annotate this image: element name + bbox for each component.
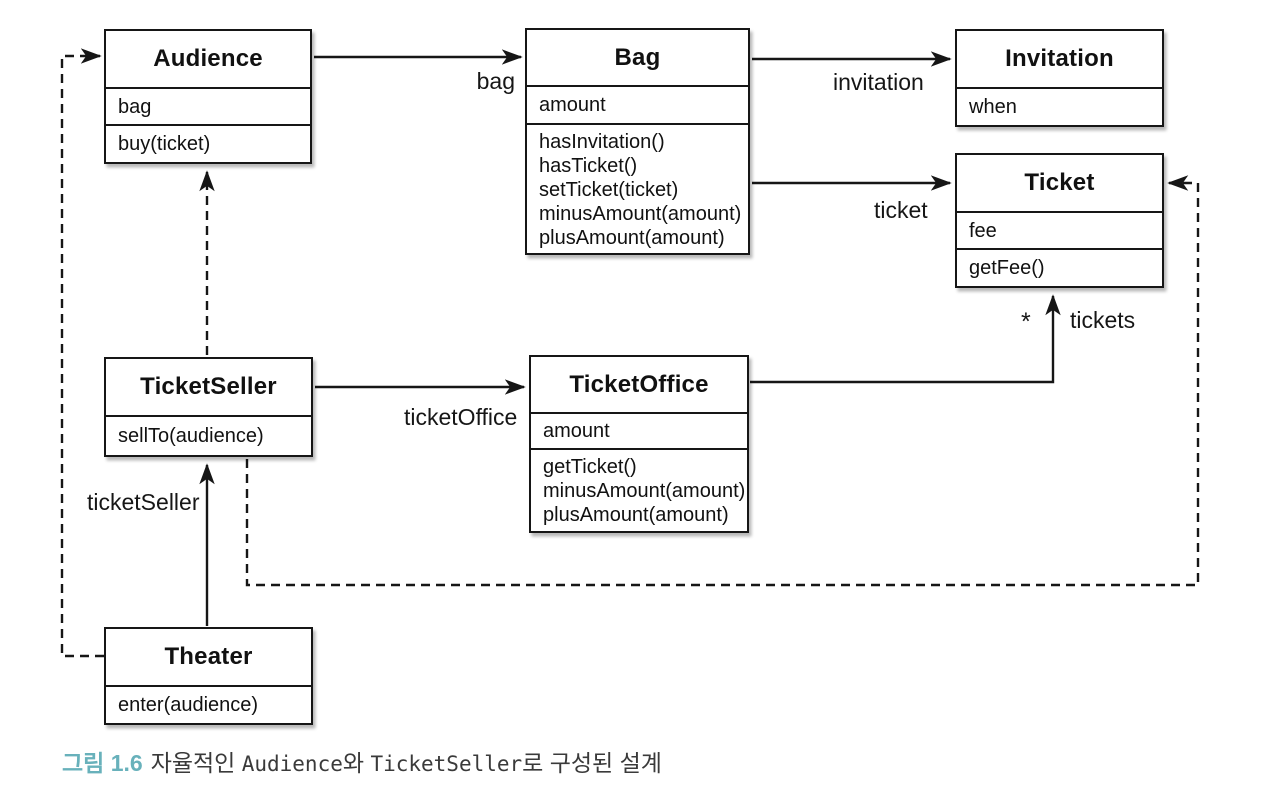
class-bag: Bag amount hasInvitation() hasTicket() s… [525, 28, 750, 255]
figure-caption: 그림 1.6 자율적인 Audience와 TicketSeller로 구성된 설… [62, 744, 662, 778]
method: enter(audience) [118, 694, 259, 716]
class-ticketoffice: TicketOffice amount getTicket() minusAmo… [529, 355, 749, 533]
method: hasTicket() [539, 155, 638, 177]
class-ticketoffice-methods: getTicket() minusAmount(amount) plusAmou… [531, 448, 747, 531]
class-audience: Audience bag buy(ticket) [104, 29, 312, 164]
class-ticket-attributes: fee [957, 211, 1162, 248]
class-bag-attributes: amount [527, 85, 748, 123]
class-theater-title: Theater [164, 643, 253, 670]
class-audience-attributes: bag [106, 87, 310, 124]
edge-label-ticketseller: ticketSeller [87, 489, 200, 515]
attribute: amount [539, 94, 606, 116]
class-audience-title: Audience [153, 45, 263, 72]
class-ticket-title: Ticket [1024, 169, 1095, 196]
class-invitation-title: Invitation [1005, 45, 1114, 72]
method: plusAmount(amount) [543, 504, 729, 526]
method: hasInvitation() [539, 131, 665, 153]
attribute: fee [969, 219, 997, 242]
class-ticket: Ticket fee getFee() [955, 153, 1164, 288]
edge-label-invitation: invitation [833, 69, 924, 95]
edge-theater-audience-dependency [60, 48, 104, 658]
caption-text: 자율적인 [150, 750, 242, 776]
class-ticketseller-title: TicketSeller [140, 373, 277, 400]
class-bag-methods: hasInvitation() hasTicket() setTicket(ti… [527, 123, 748, 253]
class-ticketseller: TicketSeller sellTo(audience) [104, 357, 313, 457]
class-theater: Theater enter(audience) [104, 627, 313, 725]
edge-label-bag: bag [476, 68, 515, 94]
method: minusAmount(amount) [539, 203, 742, 225]
method: plusAmount(amount) [539, 227, 725, 249]
edge-label-ticketoffice: ticketOffice [404, 404, 518, 430]
caption-code-audience: Audience [241, 752, 343, 776]
caption-text: 로 구성된 설계 [522, 750, 662, 776]
method: buy(ticket) [118, 133, 211, 155]
attribute: when [969, 96, 1017, 118]
class-ticketseller-methods: sellTo(audience) [106, 415, 311, 455]
class-bag-title: Bag [614, 43, 661, 71]
method: setTicket(ticket) [539, 179, 679, 201]
edge-ticketoffice-ticket [750, 294, 1061, 384]
class-invitation: Invitation when [955, 29, 1164, 127]
method: sellTo(audience) [118, 425, 264, 447]
edge-label-ticket: ticket [874, 197, 928, 223]
class-ticketoffice-attributes: amount [531, 412, 747, 448]
figure-number: 그림 1.6 [62, 750, 143, 776]
attribute: amount [543, 420, 610, 442]
caption-code-ticketseller: TicketSeller [370, 752, 523, 776]
edge-label-tickets-multiplicity: * [1021, 308, 1031, 336]
class-ticketoffice-title: TicketOffice [569, 370, 709, 398]
class-audience-methods: buy(ticket) [106, 124, 310, 162]
class-theater-methods: enter(audience) [106, 685, 311, 723]
class-ticket-methods: getFee() [957, 248, 1162, 286]
attribute: bag [118, 95, 152, 118]
class-invitation-attributes: when [957, 87, 1162, 125]
method: getFee() [969, 257, 1045, 279]
method: getTicket() [543, 456, 637, 478]
method: minusAmount(amount) [543, 480, 746, 502]
caption-text: 와 [342, 750, 371, 776]
edge-label-tickets: tickets [1070, 307, 1136, 333]
